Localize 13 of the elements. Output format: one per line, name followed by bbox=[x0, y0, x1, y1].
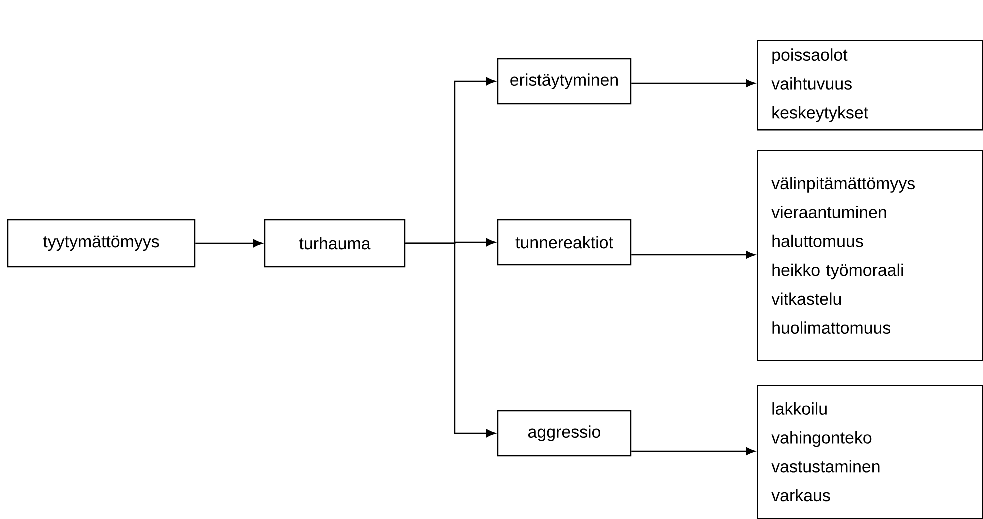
process-box: tunnereaktiot bbox=[497, 219, 632, 266]
list-box: poissaolot vaihtuvuus keskeytykset bbox=[757, 40, 983, 131]
list-box: lakkoilu vahingonteko vastustaminen varkaus bbox=[757, 384, 983, 519]
process-box: turhauma bbox=[264, 219, 406, 268]
process-box: tyytymättömyys bbox=[7, 219, 196, 268]
arrow bbox=[632, 250, 756, 259]
arrow bbox=[632, 79, 756, 88]
list-box: välinpitämättömyys vieraantuminen haluttomuus heikko työmoraali vitkastelu huolimattomuus bbox=[757, 150, 983, 362]
arrow bbox=[406, 242, 496, 438]
arrow bbox=[632, 447, 756, 456]
arrow bbox=[196, 239, 263, 248]
process-box: eristäytyminen bbox=[497, 58, 632, 105]
process-box: aggressio bbox=[497, 410, 632, 457]
